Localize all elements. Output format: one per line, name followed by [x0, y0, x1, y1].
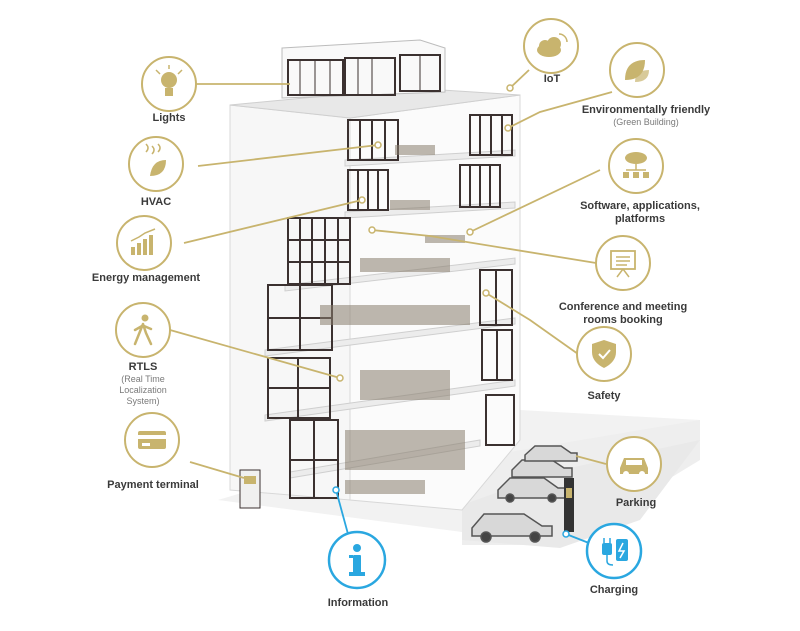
label-charging: Charging [574, 584, 654, 597]
interior-furniture [320, 145, 470, 494]
credit-card-icon [124, 412, 180, 468]
connector-payment [189, 461, 245, 479]
label-parking: Parking [596, 497, 676, 510]
connector-endpoints [332, 84, 570, 538]
label-conference: Conference and meeting rooms booking [553, 301, 693, 327]
label-payment: Payment terminal [88, 479, 218, 492]
parking-title: Parking [615, 497, 657, 509]
ev-charger [564, 478, 574, 532]
safety-title: Safety [587, 390, 621, 402]
leaf-icon [609, 42, 665, 98]
ev-plug-icon [585, 522, 643, 580]
connector-energy [183, 199, 363, 244]
connector-hvac [197, 144, 379, 167]
green-subtitle: (Green Building) [613, 117, 679, 127]
info-icon [327, 530, 387, 590]
connector-software [469, 169, 601, 233]
car-icon [606, 436, 662, 492]
label-rtls: RTLS (Real Time Localization System) [88, 361, 198, 407]
conference-title: Conference and meeting rooms booking [558, 301, 688, 326]
bar-chart-icon [116, 215, 172, 271]
shield-check-icon [576, 326, 632, 382]
rtls-title: RTLS [128, 361, 158, 373]
label-green: Environmentally friendly (Green Building… [566, 104, 726, 128]
presentation-board-icon [595, 235, 651, 291]
label-iot: IoT [520, 73, 584, 86]
green-title: Environmentally friendly [581, 104, 711, 116]
iot-title: IoT [543, 73, 561, 85]
label-hvac: HVAC [106, 196, 206, 209]
payment-kiosk [239, 469, 261, 509]
building [229, 39, 521, 511]
cloud-wifi-icon [523, 18, 579, 74]
label-software: Software, applications, platforms [570, 200, 710, 226]
charging-title: Charging [589, 584, 639, 596]
bulb-icon [141, 56, 197, 112]
label-safety: Safety [564, 390, 644, 403]
rtls-subtitle: (Real Time Localization System) [119, 374, 167, 406]
lights-title: Lights [152, 112, 186, 124]
information-title: Information [327, 597, 389, 609]
payment-title: Payment terminal [107, 479, 199, 491]
connector-iot [509, 69, 530, 89]
hvac-title: HVAC [140, 196, 172, 208]
connector-rtls [169, 329, 341, 379]
connector-safety [485, 292, 579, 355]
cloud-network-icon [608, 138, 664, 194]
label-energy: Energy management [76, 272, 216, 285]
energy-title: Energy management [91, 272, 201, 284]
label-lights: Lights [124, 112, 214, 125]
software-title: Software, applications, platforms [580, 200, 700, 225]
connector-information [335, 489, 349, 535]
connector-conference [371, 229, 597, 264]
connector-green [507, 91, 613, 129]
walking-person-icon [115, 302, 171, 358]
connector-lines [169, 69, 613, 546]
heat-leaf-icon [128, 136, 184, 192]
connector-parking [575, 455, 607, 465]
label-information: Information [310, 597, 406, 610]
window-frames [267, 114, 515, 499]
penthouse [281, 39, 446, 99]
parked-cars [471, 445, 578, 543]
